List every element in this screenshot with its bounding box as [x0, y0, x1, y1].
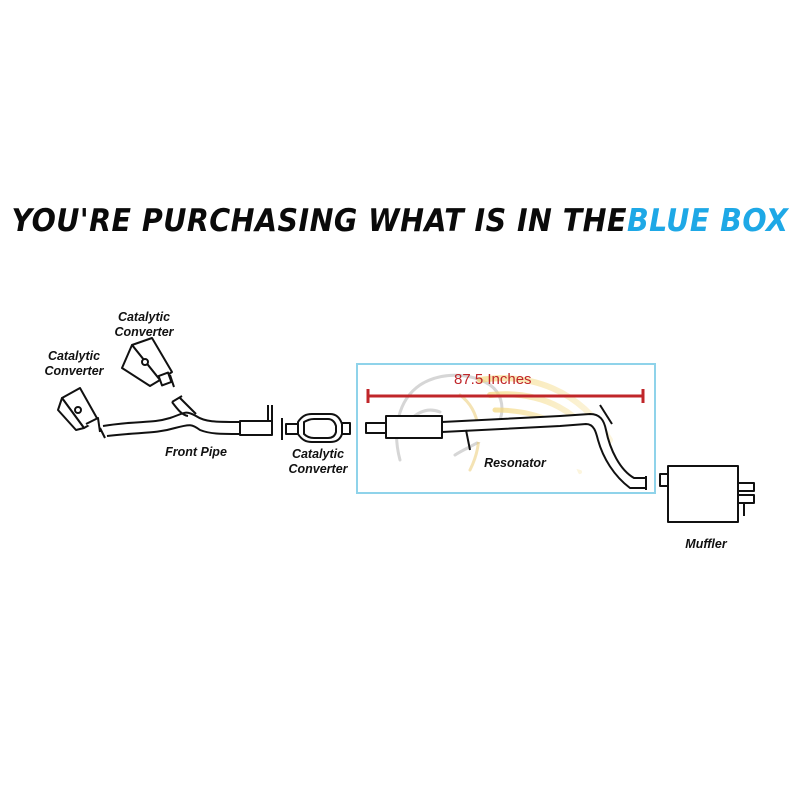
label-front-pipe: Front Pipe	[165, 445, 227, 459]
headline: YOU'RE PURCHASING WHAT IS IN THE BLUE BO…	[11, 196, 788, 246]
catalytic-converter-top-icon	[121, 337, 175, 388]
label-catalytic-converter-top: Catalytic Converter	[114, 310, 174, 339]
muffler-icon	[659, 465, 755, 523]
label-catalytic-converter-mid: Catalytic Converter	[288, 447, 348, 476]
label-muffler: Muffler	[685, 537, 727, 551]
catalytic-converter-left-icon	[57, 387, 101, 433]
label-resonator: Resonator	[484, 456, 546, 470]
catalytic-converter-mid-icon	[281, 413, 351, 443]
dimension-label: 87.5 Inches	[454, 371, 532, 388]
front-pipe-icon	[99, 395, 273, 439]
dimension-line	[366, 389, 645, 403]
blue-box	[356, 363, 656, 494]
resonator-pipe-icon	[365, 404, 647, 490]
headline-highlight: BLUE BOX	[626, 203, 789, 239]
headline-prefix: YOU'RE PURCHASING WHAT IS IN THE	[11, 203, 627, 239]
label-catalytic-converter-left: Catalytic Converter	[44, 349, 104, 378]
